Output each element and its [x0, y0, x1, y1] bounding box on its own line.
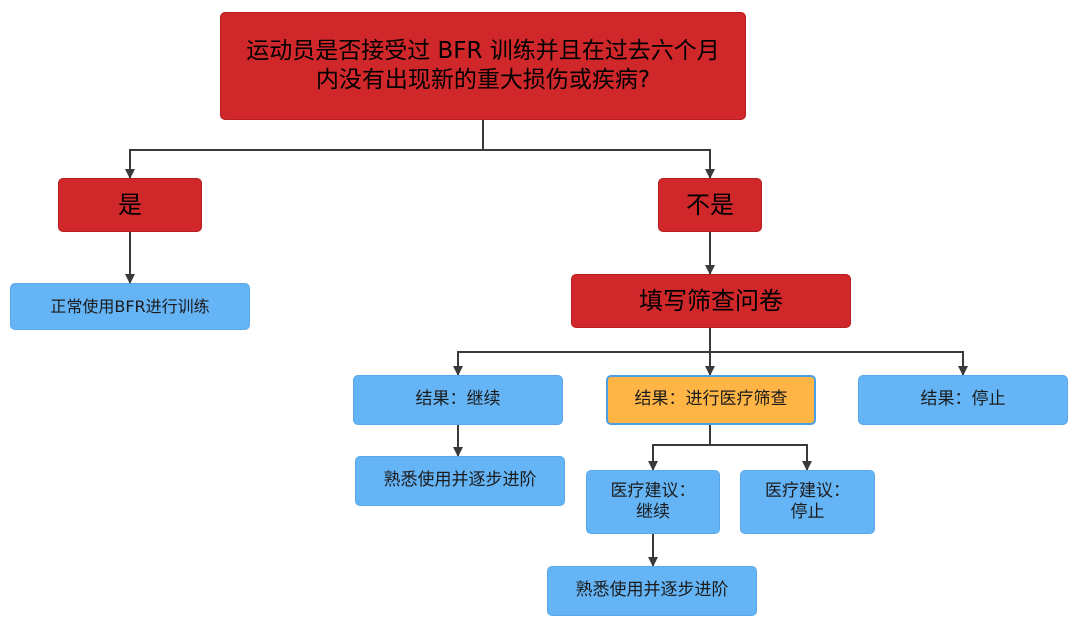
- connector-to-medical-stop: [710, 444, 812, 471]
- familiarize-progress-box-2: 熟悉使用并逐步进阶: [547, 566, 757, 616]
- connector-to-yes: [125, 149, 483, 179]
- result-medical-screening-box: 结果：进行医疗筛查: [606, 375, 816, 425]
- connector-to-no: [483, 149, 715, 179]
- medical-advice-stop-box: 医疗建议： 停止: [740, 470, 875, 534]
- result-continue-box: 结果：继续: [353, 375, 563, 425]
- connector-to-result-continue: [453, 351, 710, 376]
- questionnaire-box: 填写筛查问卷: [571, 274, 851, 328]
- familiarize-progress-box: 熟悉使用并逐步进阶: [355, 456, 565, 506]
- no-box: 不是: [658, 178, 762, 232]
- connector-to-result-stop: [710, 351, 968, 376]
- normal-use-box: 正常使用BFR进行训练: [10, 283, 250, 330]
- question-box: 运动员是否接受过 BFR 训练并且在过去六个月内没有出现新的重大损伤或疾病?: [220, 12, 746, 120]
- connector-to-medical-continue: [648, 444, 710, 471]
- yes-box: 是: [58, 178, 202, 232]
- result-stop-box: 结果：停止: [858, 375, 1068, 425]
- medical-advice-continue-box: 医疗建议： 继续: [586, 470, 720, 534]
